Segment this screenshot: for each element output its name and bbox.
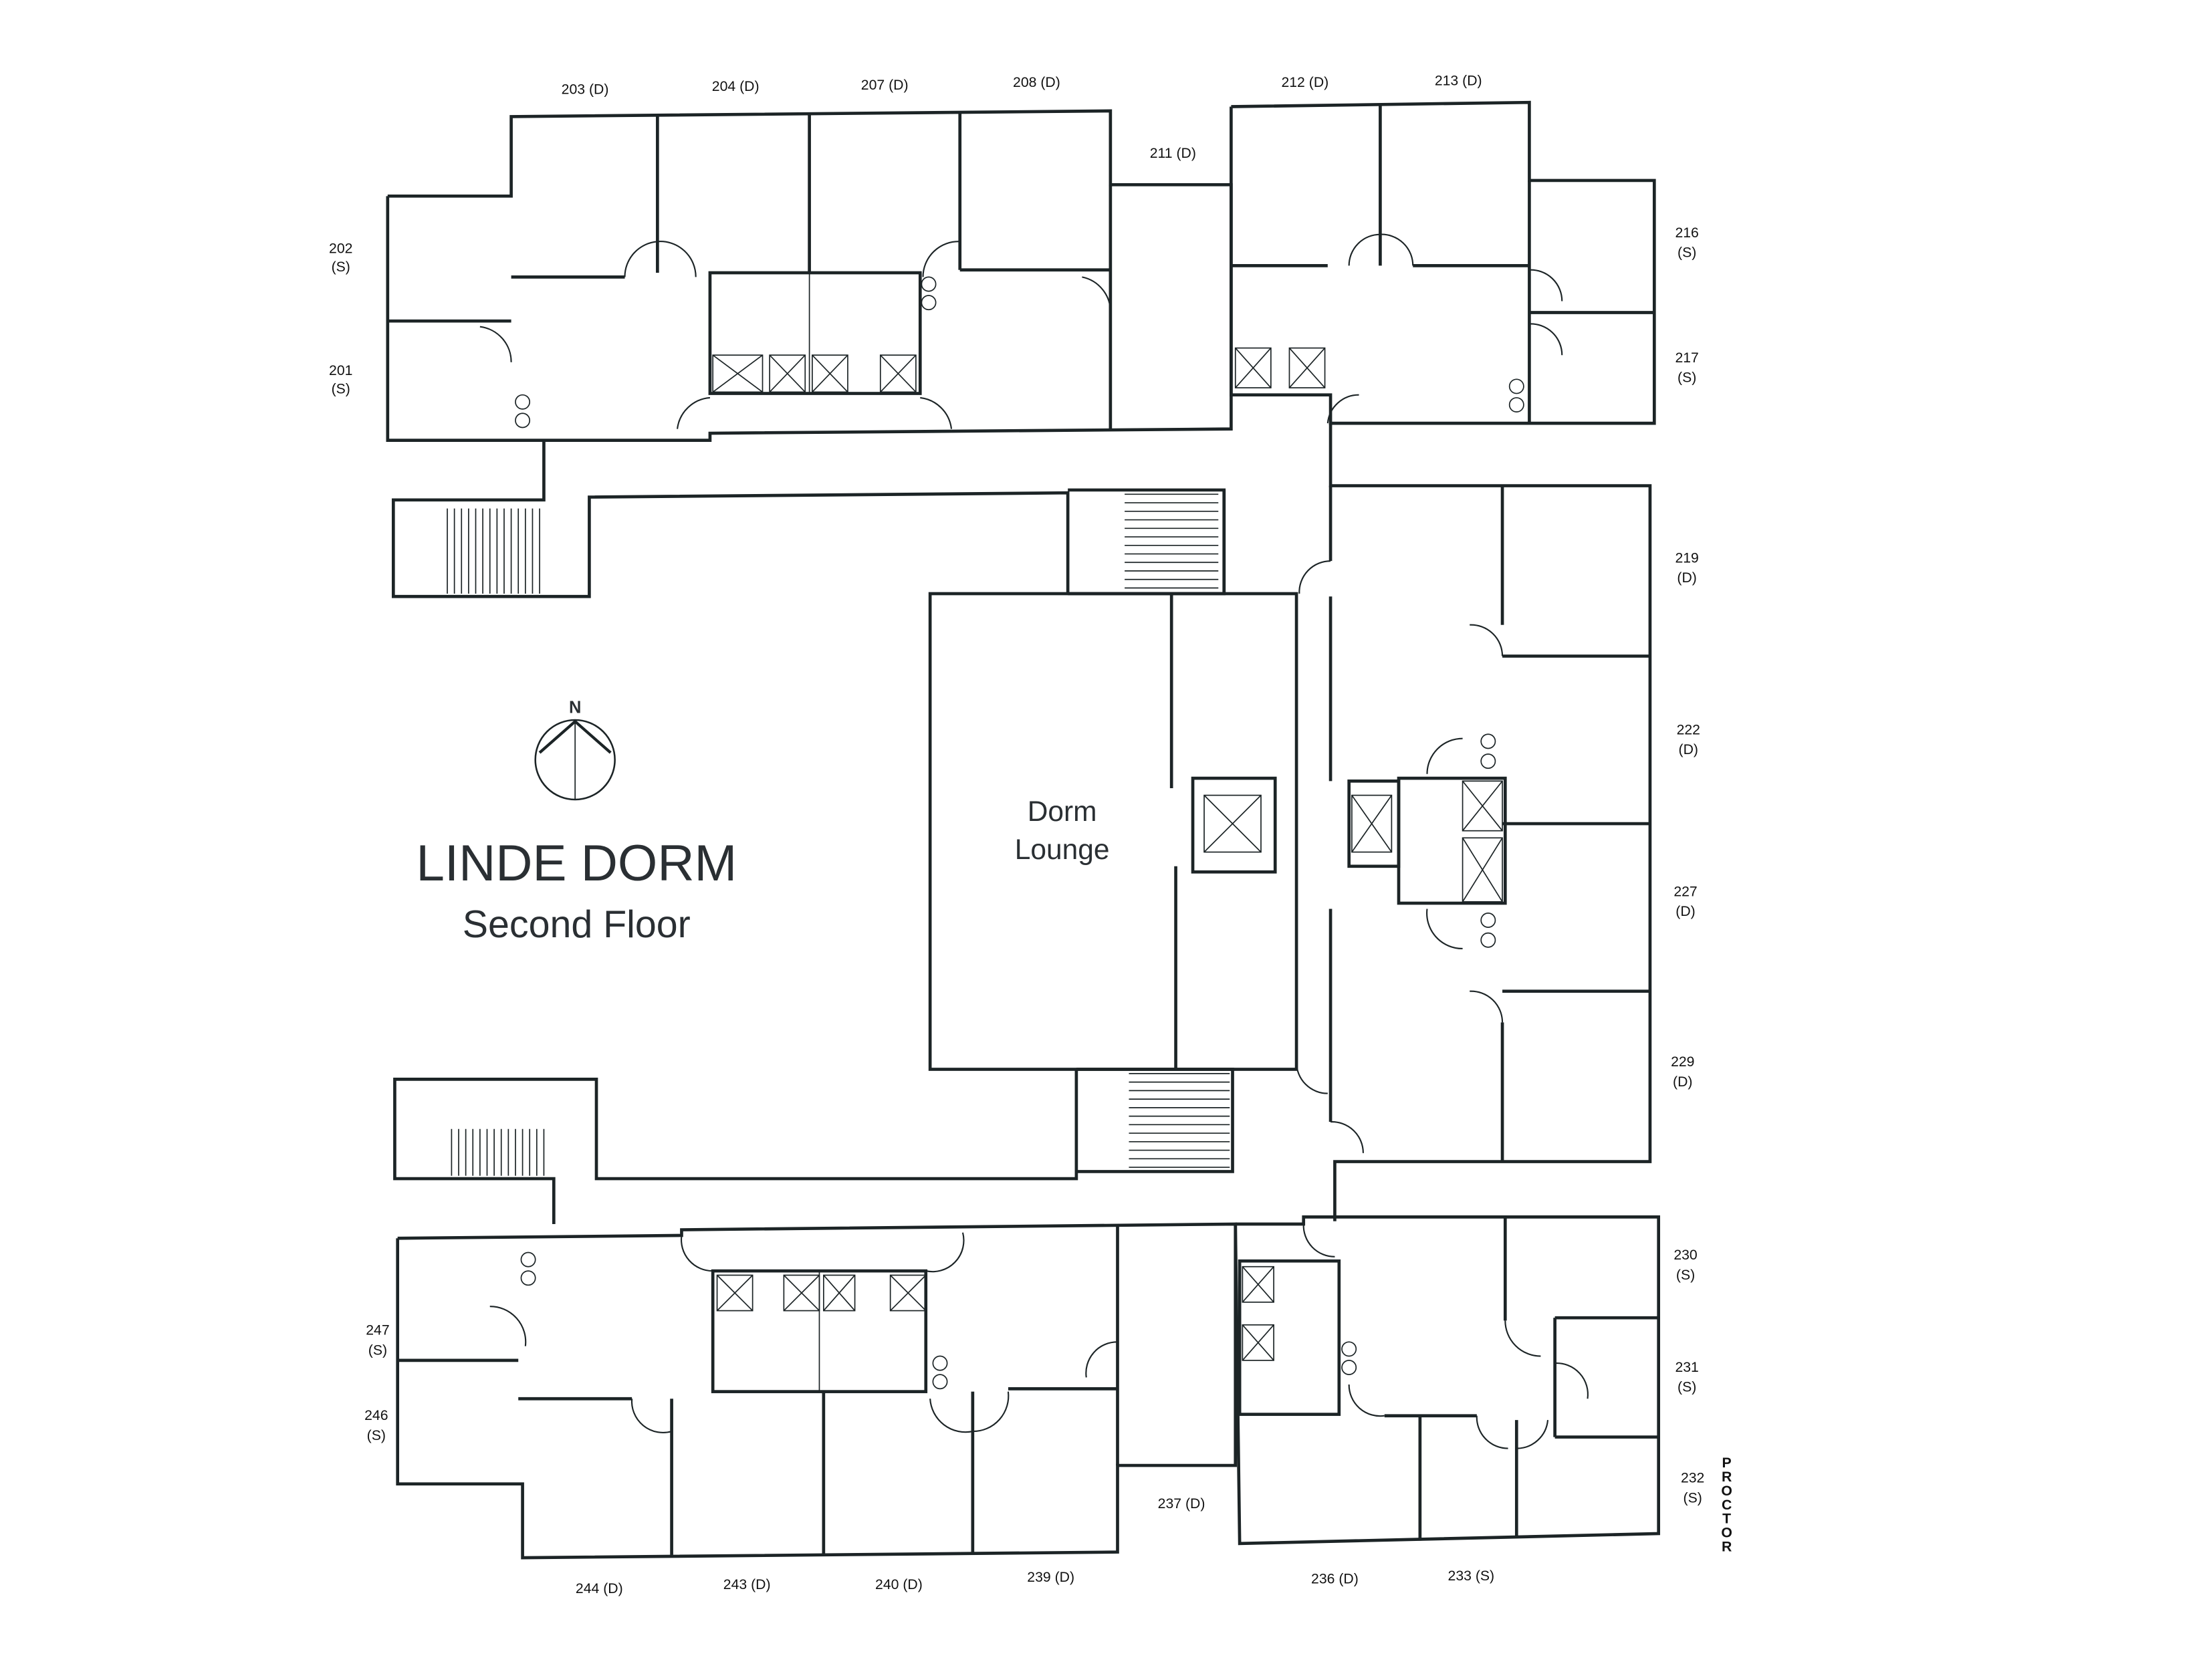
proctor-label: PROCTOR	[1719, 1455, 1734, 1553]
room-type-246: (S)	[367, 1428, 386, 1443]
room-label-203: 203 (D)	[562, 82, 609, 97]
room-label-232: 232	[1681, 1471, 1704, 1486]
room-type-222: (D)	[1679, 742, 1698, 757]
room-type-219: (D)	[1677, 570, 1696, 586]
room-type-229: (D)	[1673, 1074, 1692, 1090]
north-east-block	[1230, 100, 1656, 425]
room-type-201: (S)	[332, 382, 350, 397]
north-west-block	[386, 109, 1233, 442]
room-type-247: (S)	[368, 1342, 387, 1358]
room-label-236: 236 (D)	[1311, 1571, 1359, 1586]
room-label-227: 227	[1673, 884, 1697, 899]
lounge-label-line2: Lounge	[1015, 834, 1110, 865]
room-label-237: 237 (D)	[1158, 1496, 1205, 1512]
room-labels: 203 (D) 204 (D) 207 (D) 208 (D) 211 (D) …	[329, 74, 1704, 1597]
room-label-239: 239 (D)	[1027, 1570, 1074, 1585]
room-type-216: (S)	[1677, 245, 1696, 261]
room-label-201: 201	[329, 363, 352, 378]
room-label-217: 217	[1675, 350, 1698, 366]
room-label-208: 208 (D)	[1013, 75, 1060, 90]
room-label-222: 222	[1677, 722, 1700, 737]
east-block	[1298, 423, 1652, 1221]
room-type-227: (D)	[1675, 904, 1695, 919]
room-label-229: 229	[1671, 1054, 1694, 1070]
room-type-232: (S)	[1684, 1490, 1702, 1506]
room-label-216: 216	[1675, 225, 1698, 241]
room-label-211: 211 (D)	[1150, 146, 1196, 161]
south-west-block	[396, 1222, 1238, 1560]
room-label-231: 231	[1675, 1360, 1698, 1375]
stairs	[447, 493, 1230, 1176]
room-label-246: 246	[364, 1408, 388, 1423]
room-label-230: 230	[1673, 1247, 1697, 1263]
room-label-207: 207 (D)	[861, 78, 909, 93]
floor-subtitle: Second Floor	[463, 903, 691, 946]
room-label-247: 247	[366, 1323, 389, 1338]
room-label-204: 204 (D)	[712, 79, 760, 94]
room-type-231: (S)	[1677, 1380, 1696, 1395]
room-type-230: (S)	[1676, 1268, 1695, 1283]
room-type-217: (S)	[1677, 370, 1696, 386]
compass-north-label: N	[569, 698, 581, 717]
central-area	[391, 440, 1328, 1225]
room-label-213: 213 (D)	[1435, 74, 1482, 89]
building-title: LINDE DORM	[416, 835, 737, 892]
room-label-233: 233 (S)	[1448, 1568, 1495, 1584]
room-label-212: 212 (D)	[1281, 75, 1328, 90]
room-label-243: 243 (D)	[723, 1577, 771, 1592]
room-label-202: 202	[329, 241, 352, 256]
room-type-202: (S)	[332, 259, 350, 275]
room-label-244: 244 (D)	[576, 1581, 623, 1596]
south-east-block	[1234, 1215, 1661, 1546]
north-compass: N	[534, 698, 616, 801]
room-label-219: 219	[1675, 550, 1698, 566]
room-label-240: 240 (D)	[875, 1577, 923, 1592]
lounge-label-line1: Dorm	[1028, 796, 1097, 827]
